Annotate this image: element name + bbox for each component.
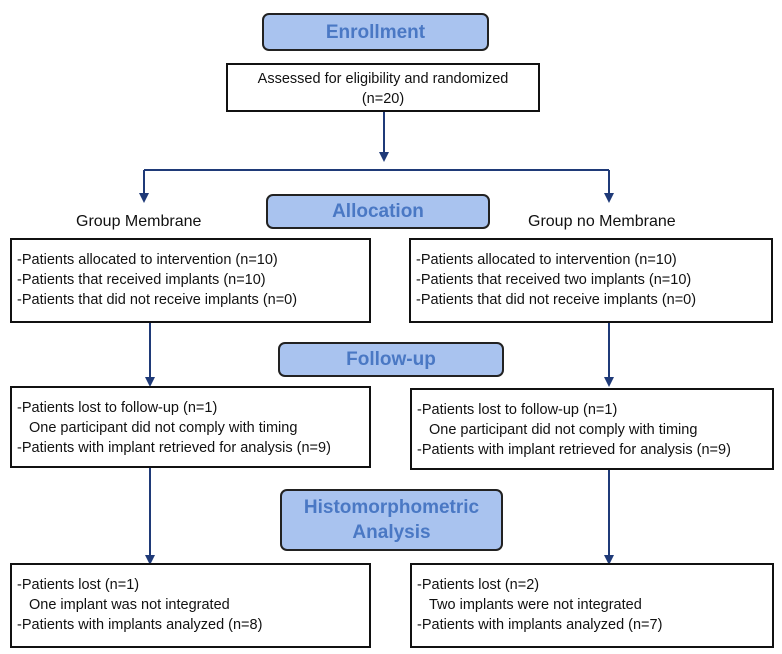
right-allocation-box: -Patients allocated to intervention (n=1… — [409, 238, 773, 323]
stage-followup-label: Follow-up — [346, 349, 436, 370]
right-allocation-line-1: -Patients allocated to intervention (n=1… — [416, 252, 677, 268]
eligibility-line-2: (n=20) — [361, 91, 405, 107]
stage-histomorphometric-label: Histomorphometric Analysis — [303, 497, 480, 543]
arrow-head-right-followup — [604, 377, 614, 387]
stage-enrollment-label: Enrollment — [325, 21, 426, 43]
left-allocation-line-2: -Patients that received implants (n=10) — [17, 272, 266, 288]
stage-enrollment: Enrollment — [262, 13, 489, 51]
left-analysis-line-1: -Patients lost (n=1) — [17, 577, 140, 593]
right-followup-line-2: One participant did not comply with timi… — [429, 422, 698, 438]
stage-allocation: Allocation — [266, 194, 490, 229]
right-analysis-box: -Patients lost (n=2) Two implants were n… — [410, 563, 774, 648]
eligibility-line-1: Assessed for eligibility and randomized — [257, 71, 509, 87]
left-analysis-line-3: -Patients with implants analyzed (n=8) — [17, 617, 263, 633]
eligibility-box: Assessed for eligibility and randomized … — [226, 63, 540, 112]
right-allocation-line-3: -Patients that did not receive implants … — [416, 292, 697, 308]
arrow-head-left-analysis — [145, 555, 155, 565]
arrow-head-right-analysis — [604, 555, 614, 565]
right-analysis-line-2: Two implants were not integrated — [429, 597, 642, 613]
left-followup-line-2: One participant did not comply with timi… — [29, 420, 298, 436]
left-followup-line-1: -Patients lost to follow-up (n=1) — [17, 400, 218, 416]
stage-followup: Follow-up — [278, 342, 504, 377]
arrow-head-left-followup — [145, 377, 155, 387]
left-followup-line-3: -Patients with implant retrieved for ana… — [17, 440, 331, 456]
stage-histomorphometric: Histomorphometric Analysis — [280, 489, 503, 551]
left-allocation-line-1: -Patients allocated to intervention (n=1… — [17, 252, 278, 268]
left-allocation-line-3: -Patients that did not receive implants … — [17, 292, 298, 308]
stage-allocation-label: Allocation — [332, 201, 424, 222]
right-analysis-line-1: -Patients lost (n=2) — [417, 577, 540, 593]
right-followup-line-3: -Patients with implant retrieved for ana… — [417, 442, 731, 458]
left-group-title: Group Membrane — [76, 213, 202, 230]
arrow-head-eligibility — [379, 152, 389, 162]
right-followup-box: -Patients lost to follow-up (n=1) One pa… — [410, 388, 774, 470]
left-analysis-line-2: One implant was not integrated — [29, 597, 230, 613]
left-allocation-box: -Patients allocated to intervention (n=1… — [10, 238, 371, 323]
right-allocation-line-2: -Patients that received two implants (n=… — [416, 272, 692, 288]
arrow-head-left-group — [139, 193, 149, 203]
left-analysis-box: -Patients lost (n=1) One implant was not… — [10, 563, 371, 648]
right-followup-line-1: -Patients lost to follow-up (n=1) — [417, 402, 618, 418]
arrow-head-right-group — [604, 193, 614, 203]
right-analysis-line-3: -Patients with implants analyzed (n=7) — [417, 617, 663, 633]
right-group-title: Group no Membrane — [528, 213, 676, 230]
left-followup-box: -Patients lost to follow-up (n=1) One pa… — [10, 386, 371, 468]
